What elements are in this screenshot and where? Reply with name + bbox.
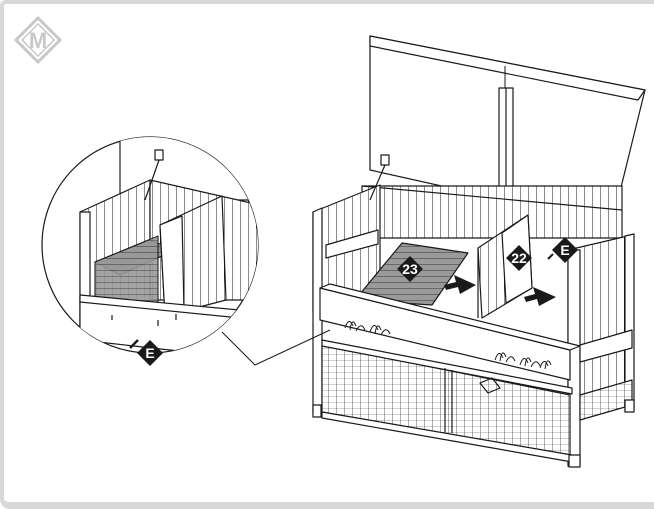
detail-zoom <box>41 136 259 354</box>
arrow-panel-23 <box>444 275 476 294</box>
callout-23: 23 <box>397 256 423 282</box>
leg-front-right <box>568 454 581 468</box>
left-side-wall <box>312 184 381 415</box>
open-lid <box>369 35 646 225</box>
logo-diamond-inner <box>20 22 56 58</box>
grass-decoration <box>344 321 552 370</box>
callout-e-detail: E <box>137 340 163 366</box>
callout-e-detail-label: E <box>145 345 154 361</box>
rabbit-hutch <box>312 35 646 468</box>
detail-leader-line <box>221 329 331 366</box>
hook-latch <box>380 154 390 166</box>
back-wall <box>361 185 623 239</box>
arrow-panel-22 <box>524 287 556 306</box>
leg-back-right <box>624 399 635 413</box>
callout-22-label: 22 <box>511 250 527 266</box>
leg-front-left <box>312 404 322 418</box>
callout-e-main: E <box>547 237 578 263</box>
callout-23-label: 23 <box>402 261 418 277</box>
callout-e-main-label: E <box>560 242 569 258</box>
door-latch <box>479 377 501 394</box>
logo-letter: M <box>29 28 47 53</box>
logo-diamond-outer <box>13 15 63 65</box>
insert-arrows <box>444 275 556 306</box>
callout-22: 22 <box>506 245 532 271</box>
brand-logo: M <box>13 15 63 65</box>
